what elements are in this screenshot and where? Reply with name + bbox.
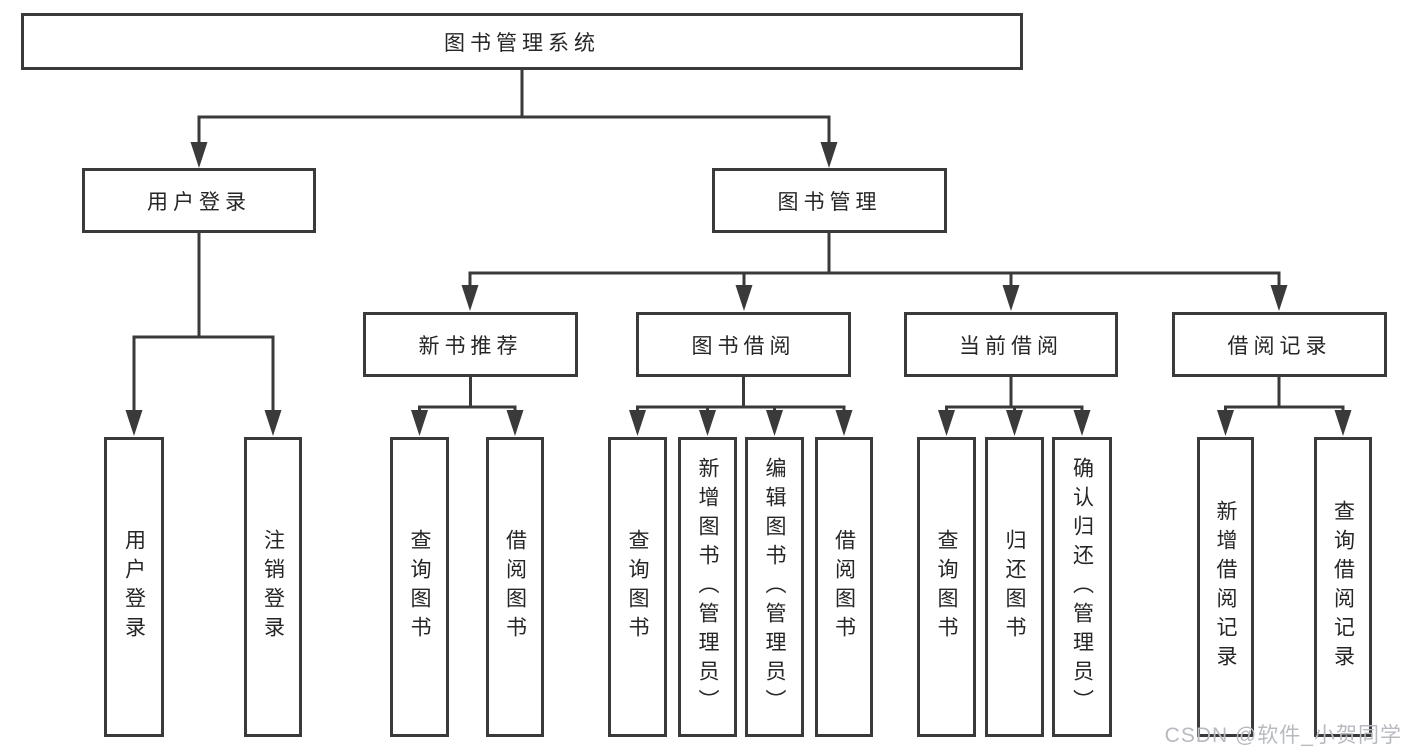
arrow-down-icon [190,142,208,168]
node-new-book-recommend: 新书推荐 [363,312,578,377]
arrow-down-icon [264,410,282,436]
leaf-add-borrow-record: 新增借阅记录 [1197,437,1254,737]
node-root-label: 图书管理系统 [444,31,600,55]
node-root: 图书管理系统 [21,13,1023,70]
leaf-borrow-books-recommend-label: 借阅图书 [503,529,527,645]
leaf-query-borrow-record: 查询借阅记录 [1314,437,1372,737]
leaf-add-book-admin: 新增图书（管理员） [678,437,737,737]
node-user-login-label: 用户登录 [147,190,251,214]
leaf-borrow-books-recommend: 借阅图书 [486,437,544,737]
node-book-management-label: 图书管理 [777,190,882,214]
arrow-down-icon [820,142,838,168]
node-new-book-recommend-label: 新书推荐 [418,334,523,358]
arrow-down-icon [461,285,479,311]
edge-book-management-to-level3 [461,233,1288,311]
arrow-down-icon [699,410,716,436]
arrow-down-icon [1002,285,1020,311]
arrow-down-icon [1217,410,1234,436]
arrow-down-icon [125,410,143,436]
csdn-watermark: CSDN @软件_小贺同学 [1164,724,1402,747]
node-borrow-records: 借阅记录 [1172,312,1387,377]
arrow-down-icon [835,410,853,436]
edge-current-to-leaves [938,375,1091,436]
edge-records-to-leaves [1217,375,1352,436]
leaf-query-borrow-record-label: 查询借阅记录 [1331,500,1355,674]
leaf-edit-book-admin: 编辑图书（管理员） [745,437,804,737]
node-book-borrow: 图书借阅 [636,312,851,377]
arrow-down-icon [766,410,783,436]
leaf-edit-book-admin-label: 编辑图书（管理员） [763,456,787,718]
leaf-logout-label: 注销登录 [261,529,285,645]
arrow-down-icon [1270,285,1288,311]
leaf-query-books-recommend: 查询图书 [390,437,449,737]
leaf-add-book-admin-label: 新增图书（管理员） [696,456,720,718]
leaf-logout: 注销登录 [244,437,302,737]
node-user-login: 用户登录 [82,168,316,233]
node-book-management: 图书管理 [712,168,947,233]
leaf-confirm-return-admin: 确认归还（管理员） [1052,437,1112,737]
leaf-query-books-current-label: 查询图书 [935,529,959,645]
arrow-down-icon [938,410,955,436]
leaf-query-books-recommend-label: 查询图书 [408,529,432,645]
arrow-down-icon [629,410,646,436]
leaf-query-books-borrow-label: 查询图书 [626,529,650,645]
edge-borrow-to-leaves [629,375,853,436]
arrow-down-icon [506,410,524,436]
node-borrow-records-label: 借阅记录 [1227,334,1332,358]
leaf-borrow-books-borrow: 借阅图书 [815,437,873,737]
arrow-down-icon [1006,410,1023,436]
node-current-borrow-label: 当前借阅 [959,334,1063,358]
leaf-user-login-label: 用户登录 [122,529,146,645]
node-book-borrow-label: 图书借阅 [691,334,796,358]
leaf-user-login: 用户登录 [104,437,164,737]
node-current-borrow: 当前借阅 [904,312,1118,377]
leaf-borrow-books-borrow-label: 借阅图书 [832,529,856,645]
arrow-down-icon [411,410,428,436]
arrow-down-icon [1073,410,1091,436]
leaf-return-book: 归还图书 [985,437,1044,737]
leaf-query-books-borrow: 查询图书 [608,437,667,737]
edge-user-login-to-leaves [125,233,282,436]
arrow-down-icon [735,285,753,311]
edge-recommend-to-leaves [411,375,524,436]
arrow-down-icon [1334,410,1352,436]
leaf-query-books-current: 查询图书 [917,437,976,737]
leaf-confirm-return-admin-label: 确认归还（管理员） [1070,456,1094,718]
leaf-return-book-label: 归还图书 [1003,529,1027,645]
edge-root-to-level2 [190,70,838,168]
leaf-add-borrow-record-label: 新增借阅记录 [1214,500,1238,674]
